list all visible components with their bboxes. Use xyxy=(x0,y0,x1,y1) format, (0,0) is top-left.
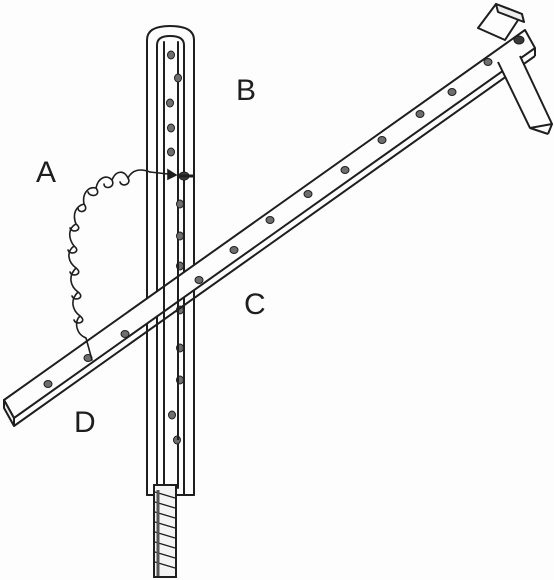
bar-hole xyxy=(229,246,239,254)
diagonal-bar xyxy=(3,29,536,427)
pivot-bolt xyxy=(178,171,194,181)
strip-hole xyxy=(168,410,176,420)
strip-hole xyxy=(166,98,174,108)
strip-hole xyxy=(176,231,184,241)
bar-hole xyxy=(483,58,493,66)
strip-hole xyxy=(174,73,182,83)
strip-holes xyxy=(166,50,184,445)
bracket-arm xyxy=(497,55,553,129)
bracket-foot-edge xyxy=(547,123,553,135)
strip-hole xyxy=(176,199,184,209)
bracket-foot xyxy=(529,127,549,135)
bar-hole xyxy=(513,35,525,45)
post-inner-edge xyxy=(156,35,185,496)
strip-hole xyxy=(167,147,175,157)
inner-strip xyxy=(163,41,179,489)
label-c: C xyxy=(244,288,266,321)
label-d: D xyxy=(74,406,96,439)
post-front-segment xyxy=(163,255,179,440)
strip-hole xyxy=(167,123,175,133)
bar-hole xyxy=(194,276,204,284)
rod-threads xyxy=(154,491,176,569)
bar-hole xyxy=(415,110,425,118)
bar-hole xyxy=(265,216,275,224)
bar-hole xyxy=(447,88,457,96)
spring-loops xyxy=(67,177,130,324)
bar-hole xyxy=(43,380,53,388)
label-b: B xyxy=(236,74,257,107)
bracket-side-face xyxy=(495,3,525,23)
label-a: A xyxy=(36,156,57,189)
bar-hole xyxy=(303,190,313,198)
coil-spring xyxy=(67,168,178,361)
strip-hole xyxy=(167,50,175,60)
bar-bottom-edge xyxy=(13,55,536,427)
post-outer-edge xyxy=(146,25,195,496)
threaded-rod xyxy=(153,484,177,578)
spring-arrow-icon xyxy=(167,168,178,181)
spring-hook xyxy=(149,171,169,175)
hanging-bracket xyxy=(477,3,553,135)
bar-hole xyxy=(340,166,350,174)
bar-hole xyxy=(120,330,130,338)
vertical-post xyxy=(146,25,195,496)
bar-top-face xyxy=(3,29,536,419)
bar-hole xyxy=(377,136,387,144)
